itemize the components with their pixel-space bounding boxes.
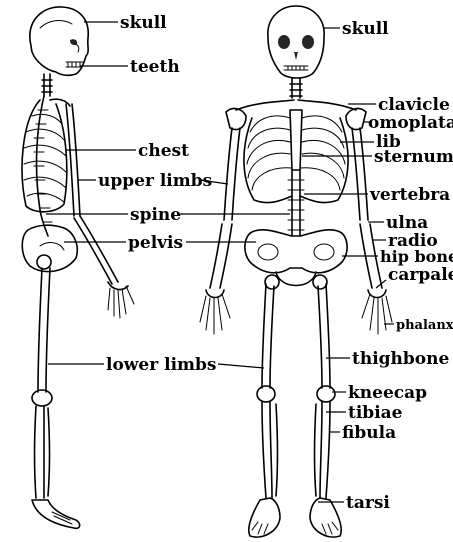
label-chest: chest xyxy=(138,141,189,161)
label-tarsi: tarsi xyxy=(346,493,390,513)
label-upper-limbs: upper limbs xyxy=(98,171,212,191)
label-vertebra: vertebra xyxy=(369,185,450,205)
label-spine: spine xyxy=(130,205,181,225)
label-ulna: ulna xyxy=(386,213,428,233)
label-skull-right: skull xyxy=(342,19,389,39)
label-carpale: carpale xyxy=(388,265,453,285)
label-clavicle: clavicle xyxy=(378,95,450,115)
front-view-skeleton xyxy=(200,6,392,537)
label-hip-bone: hip bone xyxy=(380,247,453,266)
label-skull-left: skull xyxy=(120,13,167,33)
label-fibula: fibula xyxy=(342,423,396,443)
label-sternum: sternum xyxy=(374,147,453,167)
leader-lower-limbs-right xyxy=(218,364,264,368)
label-thighbone: thighbone xyxy=(352,349,450,369)
side-view-skeleton xyxy=(22,7,134,528)
label-pelvis: pelvis xyxy=(128,233,183,253)
label-tibiae: tibiae xyxy=(348,403,403,423)
label-kneecap: kneecap xyxy=(348,383,427,403)
label-lower-limbs: lower limbs xyxy=(106,355,216,375)
labels: skull teeth chest upper limbs spine pelv… xyxy=(98,13,453,513)
label-phalanx: phalanx xyxy=(396,318,453,333)
label-teeth: teeth xyxy=(130,57,180,77)
label-omoplata: omoplata xyxy=(368,113,453,133)
